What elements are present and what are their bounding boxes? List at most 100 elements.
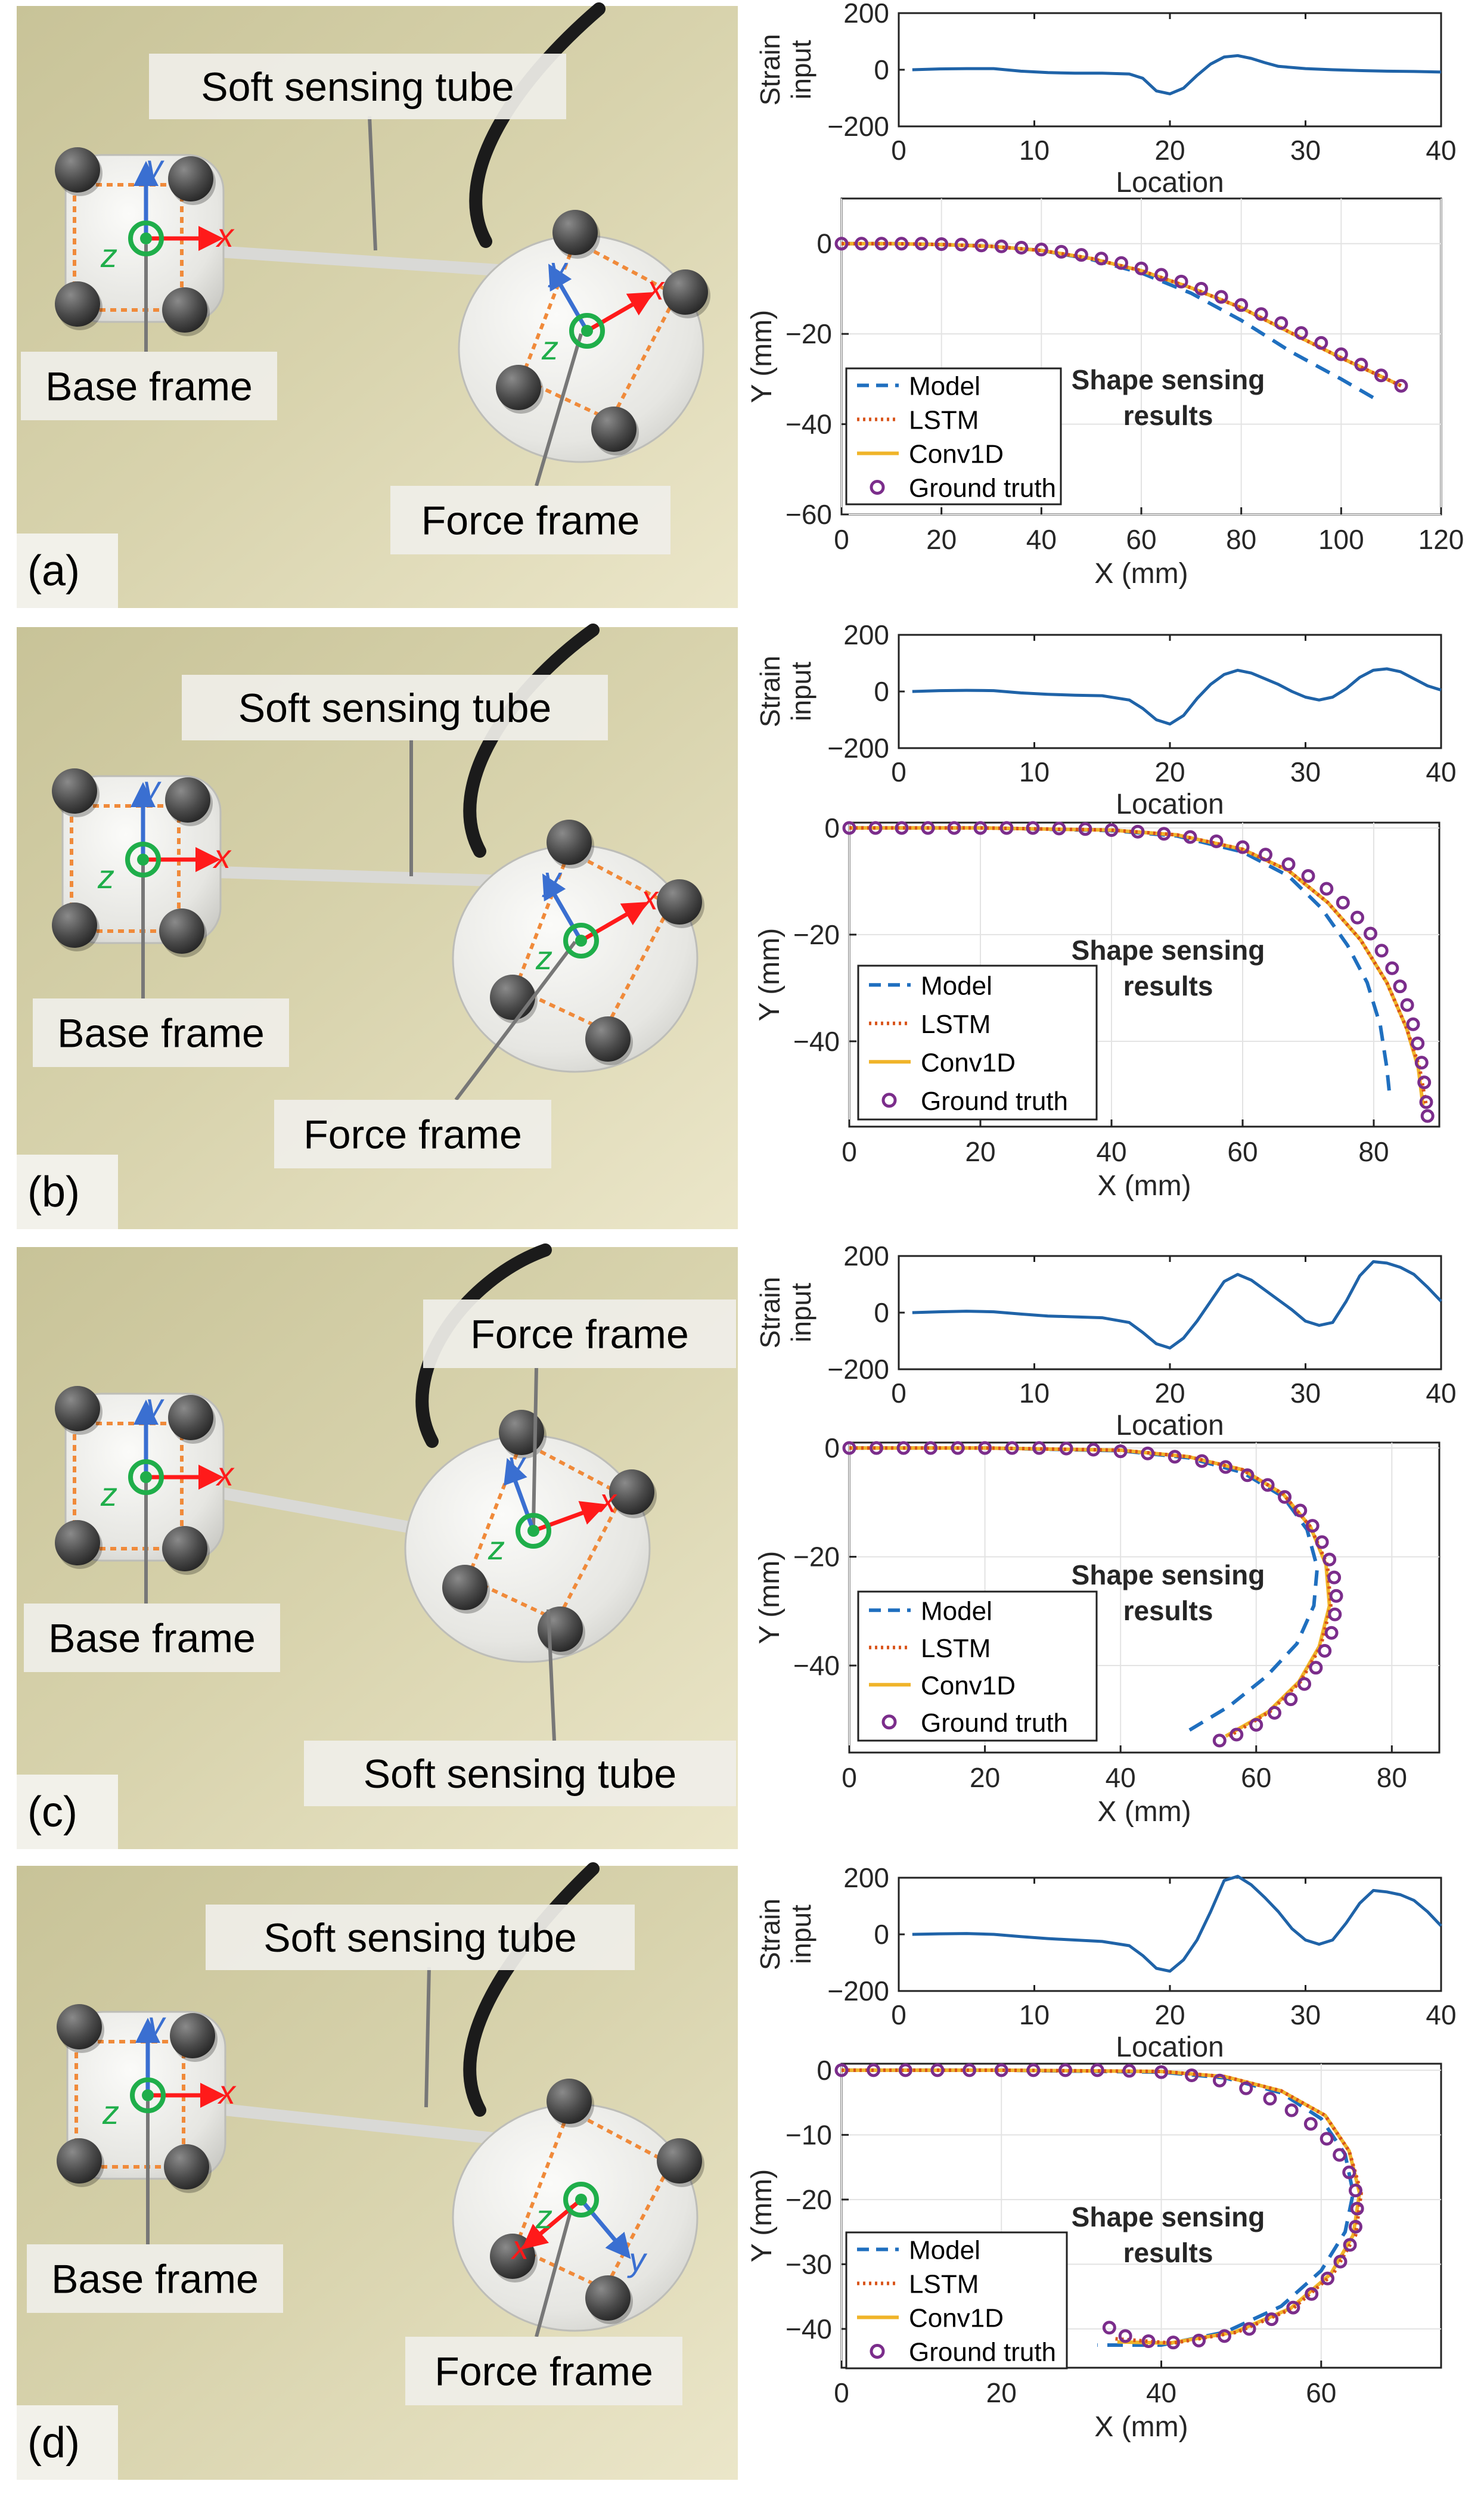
strain-x-tick-label: 20 bbox=[1154, 1378, 1185, 1409]
force-frame-label: Force frame bbox=[470, 1312, 689, 1357]
base-frame-x-label: x bbox=[217, 2073, 237, 2111]
ground-truth-point bbox=[1343, 2238, 1357, 2252]
ground-truth-point bbox=[1333, 2254, 1348, 2269]
legend-marker-ground-truth bbox=[881, 1093, 897, 1108]
ground-truth-point bbox=[1348, 2219, 1362, 2234]
strain-x-tick-label: 0 bbox=[891, 756, 906, 787]
ground-truth-point bbox=[1327, 1570, 1342, 1584]
ground-truth-point bbox=[1058, 2063, 1073, 2077]
legend-label: Model bbox=[921, 971, 992, 1000]
shape-y-tick-label: −10 bbox=[786, 2119, 832, 2150]
ground-truth-point bbox=[1166, 2336, 1181, 2350]
ground-truth-point bbox=[1054, 244, 1069, 259]
base-frame-x-label: x bbox=[215, 216, 235, 254]
shape-y-axis-label: Y (mm) bbox=[754, 1551, 786, 1644]
force-frame-z-axis-dot bbox=[527, 1525, 539, 1537]
force-frame-z-label: z bbox=[541, 329, 558, 367]
ground-truth-point bbox=[947, 821, 961, 835]
strain-x-tick-label: 30 bbox=[1290, 1999, 1321, 2030]
strain-y-tick-label: 200 bbox=[843, 0, 889, 29]
shape-x-axis-label: X (mm) bbox=[1097, 1170, 1191, 1202]
ground-truth-point bbox=[1209, 834, 1224, 848]
shape-x-axis-label: X (mm) bbox=[1094, 558, 1188, 590]
ground-truth-point bbox=[1406, 1017, 1420, 1031]
base-frame-z-label: z bbox=[102, 2094, 119, 2131]
force-frame-z-axis-ring bbox=[569, 313, 605, 349]
legend-label: LSTM bbox=[921, 1634, 991, 1663]
ground-truth-point bbox=[1183, 830, 1197, 844]
ground-truth-point bbox=[895, 237, 909, 251]
ground-truth-point bbox=[1411, 1036, 1425, 1050]
ground-truth-point bbox=[1122, 2064, 1137, 2078]
ground-truth-point bbox=[1174, 274, 1188, 289]
base-frame-y-label: y bbox=[141, 769, 162, 807]
base-frame-y-label: y bbox=[144, 148, 164, 185]
strain-y-tick-label: 0 bbox=[874, 1297, 889, 1328]
ground-truth-point bbox=[951, 1441, 965, 1455]
panel-label: (b) bbox=[27, 1168, 80, 1216]
force-mount-image bbox=[452, 2103, 698, 2332]
ground-truth-point bbox=[1217, 2329, 1231, 2343]
shape-y-tick-label: 0 bbox=[824, 812, 840, 843]
soft-sensing-tube-label-box bbox=[149, 54, 566, 119]
panel-label-box bbox=[17, 1775, 118, 1849]
force-mount-image bbox=[452, 844, 698, 1073]
strain-series-line bbox=[912, 667, 1442, 726]
strain-x-tick-label: 30 bbox=[1290, 1378, 1321, 1409]
ground-truth-point bbox=[1297, 1677, 1312, 1691]
shape-title-line2: results bbox=[1123, 400, 1213, 431]
base-frame-label: Base frame bbox=[57, 1011, 265, 1056]
shape-x-tick-label: 60 bbox=[1227, 1136, 1258, 1167]
ground-truth-point bbox=[1185, 2068, 1199, 2083]
ground-truth-point bbox=[1374, 368, 1388, 383]
ground-truth-point bbox=[1194, 281, 1209, 296]
strain-x-axis-label: Location bbox=[1116, 2032, 1224, 2063]
ground-truth-point bbox=[974, 238, 989, 253]
shape-y-axis-label: Y (mm) bbox=[746, 310, 778, 403]
strain-x-tick-label: 30 bbox=[1290, 135, 1321, 166]
base-frame-z-label: z bbox=[97, 858, 114, 895]
ground-truth-point bbox=[1026, 2063, 1041, 2077]
base-frame-label: Base frame bbox=[51, 2257, 259, 2302]
ground-truth-point bbox=[1086, 1443, 1101, 1457]
ground-truth-point bbox=[895, 821, 909, 835]
ground-truth-point bbox=[1032, 1441, 1047, 1455]
force-frame-x-axis-arrow bbox=[521, 2198, 583, 2250]
marker-ball bbox=[55, 281, 100, 327]
ground-truth-point bbox=[1265, 2312, 1279, 2327]
strain-x-tick-label: 0 bbox=[891, 1999, 906, 2030]
strain-series-line bbox=[912, 54, 1442, 95]
ground-truth-point bbox=[1005, 1441, 1019, 1455]
shape-y-tick-label: −60 bbox=[786, 499, 832, 530]
ground-truth-point bbox=[868, 821, 883, 835]
marker-ball bbox=[609, 1469, 654, 1515]
shape-x-tick-label: 40 bbox=[1096, 1136, 1126, 1167]
ground-truth-point bbox=[978, 1441, 992, 1455]
lstm-series-line bbox=[842, 2068, 1363, 2345]
shape-y-tick-label: −40 bbox=[793, 1650, 840, 1681]
shape-legend-box bbox=[857, 1590, 1098, 1742]
shape-x-tick-label: 60 bbox=[1241, 1762, 1271, 1793]
force-leader-line bbox=[535, 2205, 574, 2337]
base-frame-label-box bbox=[24, 1604, 280, 1672]
ground-truth-point bbox=[1318, 1643, 1332, 1658]
base-frame-z-axis-ring bbox=[130, 2077, 166, 2113]
tube-leader-line bbox=[547, 1609, 556, 1741]
ground-truth-point bbox=[1102, 2321, 1116, 2335]
force-frame-y-label: y bbox=[626, 2241, 647, 2278]
shape-x-tick-label: 0 bbox=[842, 1762, 857, 1793]
strain-y-axis-label-line2: input bbox=[786, 40, 816, 100]
marker-ball bbox=[162, 287, 207, 333]
force-frame-z-label: z bbox=[535, 939, 552, 976]
force-leader-line bbox=[535, 333, 583, 486]
force-frame-z-axis-dot bbox=[575, 935, 587, 947]
marker-ball bbox=[499, 1410, 544, 1455]
soft-sensing-tube-label-box bbox=[182, 675, 608, 740]
